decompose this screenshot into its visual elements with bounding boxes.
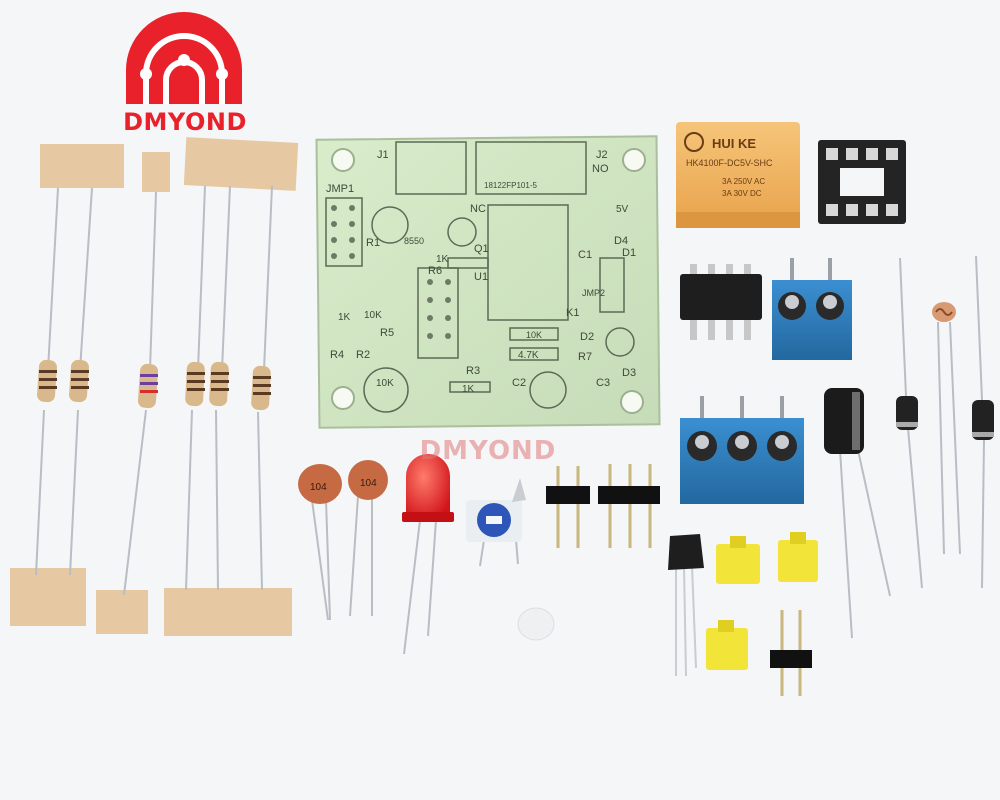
pcb-label-r2: R2	[356, 349, 370, 361]
pin-header-3	[598, 464, 660, 548]
resistor-strip	[10, 137, 299, 636]
capacitor-1-code: 104	[310, 482, 327, 493]
pcb-label-c1: C1	[578, 249, 592, 261]
terminal-block-3pin	[680, 396, 804, 504]
pcb-board: J1 J2 JMP1 NO NC 18122FP101-5 R1 8550 Q1…	[315, 135, 661, 429]
ic-chip	[680, 264, 762, 340]
pcb-label-k1: K1	[566, 307, 579, 319]
pcb-label-5v: 5V	[616, 204, 629, 215]
pcb-label-c2: C2	[512, 377, 526, 389]
pcb-label-j1: J1	[377, 149, 389, 161]
relay: HUI KE HK4100F-DC5V-SHC 3A 250V AC 3A 30…	[676, 122, 800, 228]
pcb-label-10k-a: 10K	[364, 310, 382, 321]
pcb-relay-code: 18122FP101-5	[484, 181, 537, 190]
pcb-label-d3: D3	[622, 367, 636, 379]
pcb-label-47k: 4.7K	[518, 350, 539, 361]
pcb-label-d4: D4	[614, 235, 628, 247]
pin-header-2b	[770, 610, 812, 696]
ceramic-capacitors: 104 104	[298, 460, 388, 621]
ic-socket	[818, 140, 906, 224]
watermark-text: DMYOND	[419, 436, 557, 466]
brand-logo	[126, 12, 242, 104]
pcb-label-10k-b: 10K	[526, 330, 542, 340]
relay-brand: HUI KE	[712, 136, 756, 151]
relay-rating-dc: 3A 30V DC	[722, 189, 762, 198]
pcb-label-1k-b: 1K	[338, 312, 351, 323]
spacer-part	[517, 607, 555, 641]
pcb-label-q1: Q1	[474, 243, 489, 255]
relay-model: HK4100F-DC5V-SHC	[686, 158, 773, 168]
diodes	[896, 255, 994, 589]
pcb-label-j2: J2	[596, 149, 608, 161]
pcb-label-r7: R7	[578, 351, 592, 363]
pcb-label-10k-pot: 10K	[376, 378, 394, 389]
pcb-label-nc: NC	[470, 203, 486, 215]
pcb-label-1k-c: 1K	[462, 384, 475, 395]
jumper-caps	[706, 532, 818, 670]
red-led	[402, 454, 454, 655]
pcb-label-q-part: 8550	[404, 236, 424, 246]
pcb-label-u1: U1	[474, 271, 488, 283]
pcb-label-r4: R4	[330, 349, 344, 361]
pcb-label-d2: D2	[580, 331, 594, 343]
pcb-label-no: NO	[592, 163, 609, 175]
pin-header-2	[546, 466, 590, 548]
brand-wordmark: DMYOND	[123, 108, 247, 136]
pcb-label-r1: R1	[366, 237, 380, 249]
terminal-block-2pin	[772, 258, 852, 360]
relay-rating-ac: 3A 250V AC	[722, 177, 765, 186]
pcb-label-1k-a: 1K	[436, 254, 449, 265]
pcb-label-c3: C3	[596, 377, 610, 389]
trimmer-potentiometer	[466, 478, 526, 567]
pcb-label-d1: D1	[622, 247, 636, 259]
pcb-label-r6: R6	[428, 265, 442, 277]
capacitor-2-code: 104	[360, 478, 377, 489]
pcb-label-r5: R5	[380, 327, 394, 339]
pcb-label-jmp1: JMP1	[326, 183, 354, 195]
electrolytic-capacitor	[824, 388, 891, 639]
transistor	[668, 534, 704, 677]
photoresistor	[932, 302, 961, 555]
pcb-label-r3: R3	[466, 365, 480, 377]
pcb-label-jmp2: JMP2	[582, 288, 605, 298]
